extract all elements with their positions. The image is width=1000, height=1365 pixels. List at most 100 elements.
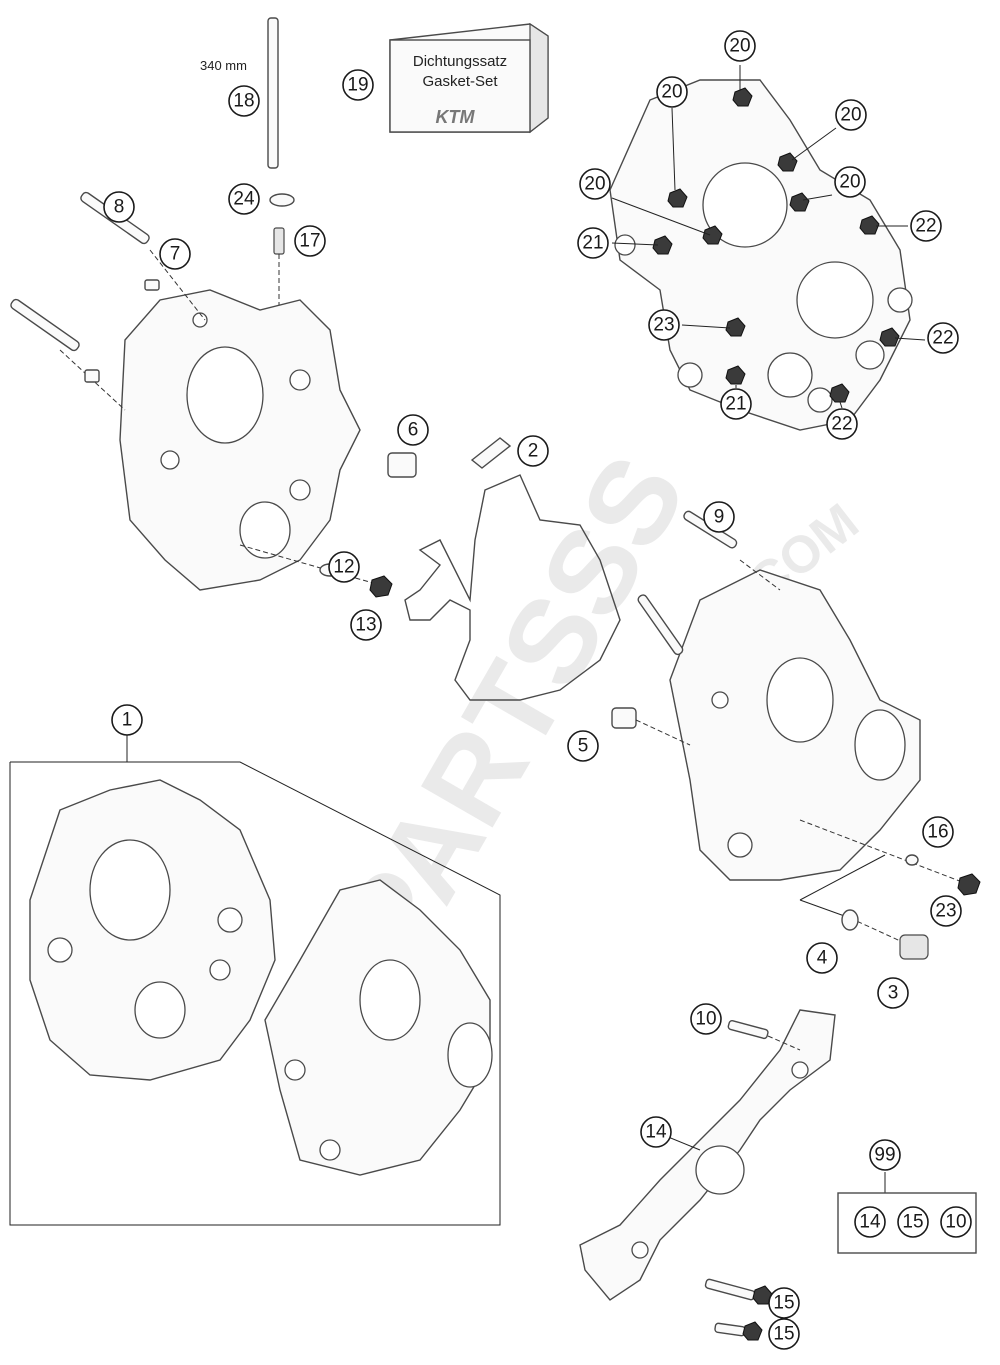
washer-part [841, 909, 859, 931]
callout-7: 7 [159, 238, 191, 270]
callout-22b: 22 [927, 322, 959, 354]
svg-text:22: 22 [831, 414, 852, 435]
svg-text:1: 1 [122, 710, 133, 731]
svg-text:20: 20 [839, 172, 860, 193]
bushing-part [387, 452, 417, 478]
svg-text:3: 3 [888, 983, 899, 1004]
svg-text:10: 10 [695, 1009, 716, 1030]
callout-3: 3 [877, 977, 909, 1009]
gasket-box-brand: KTM [436, 107, 476, 127]
svg-text:14: 14 [645, 1122, 667, 1143]
callout-23a: 23 [648, 309, 680, 341]
callout-23b: 23 [930, 895, 962, 927]
svg-text:17: 17 [299, 231, 320, 252]
svg-text:6: 6 [408, 420, 419, 441]
callout-8: 8 [103, 191, 135, 223]
callout-10: 10 [690, 1003, 722, 1035]
callout-19: 19 [342, 69, 374, 101]
gasket-set-box: Dichtungssatz Gasket-Set KTM [389, 22, 549, 134]
svg-text:14: 14 [859, 1212, 881, 1233]
svg-text:7: 7 [170, 244, 181, 265]
svg-text:4: 4 [817, 948, 828, 969]
leader-line [799, 854, 886, 901]
bolt-part [10, 298, 126, 411]
callout-22a: 22 [910, 210, 942, 242]
svg-text:16: 16 [927, 822, 948, 843]
callout-4: 4 [806, 942, 838, 974]
callout-20e: 20 [579, 168, 611, 200]
callout-18: 18 [228, 85, 260, 117]
nut-part [369, 575, 393, 598]
plug-part [899, 934, 929, 960]
leader-line [799, 899, 851, 919]
rod-part: 340 mm [200, 17, 279, 169]
gasket-box-line2: Gasket-Set [422, 73, 498, 90]
assembly-line [799, 819, 971, 886]
svg-text:18: 18 [233, 91, 254, 112]
callout-markers: 1 2 3 4 5 6 7 8 9 10 12 13 14 15 16 17 1… [103, 30, 972, 1350]
dowel-part [470, 437, 512, 469]
crankcase-gasket [404, 474, 621, 701]
callout-10-kit: 10 [940, 1206, 972, 1238]
svg-text:19: 19 [347, 75, 368, 96]
crankcase-assembly [29, 779, 493, 1176]
callout-9: 9 [703, 501, 735, 533]
callout-1: 1 [111, 704, 143, 736]
clip-part [269, 193, 295, 207]
bolt-part [714, 1321, 763, 1341]
svg-text:15: 15 [773, 1293, 794, 1314]
svg-text:21: 21 [725, 394, 746, 415]
fitting-part [273, 227, 285, 320]
svg-text:20: 20 [584, 174, 605, 195]
callout-20d: 20 [834, 166, 866, 198]
svg-text:10: 10 [945, 1212, 966, 1233]
svg-text:23: 23 [653, 315, 674, 336]
svg-text:20: 20 [840, 105, 861, 126]
callout-15-kit: 15 [897, 1206, 929, 1238]
callout-6: 6 [397, 414, 429, 446]
assembly-line [239, 544, 381, 586]
svg-text:15: 15 [902, 1212, 923, 1233]
nut-part [957, 873, 981, 896]
left-crankcase-half [119, 289, 361, 591]
callout-14: 14 [640, 1116, 672, 1148]
svg-text:20: 20 [729, 36, 750, 57]
callout-20b: 20 [656, 76, 688, 108]
callout-13: 13 [350, 609, 382, 641]
callout-20c: 20 [835, 99, 867, 131]
gasket-box-line1: Dichtungssatz [413, 53, 507, 70]
callout-22c: 22 [826, 408, 858, 440]
svg-text:9: 9 [714, 507, 725, 528]
callout-24: 24 [228, 183, 260, 215]
svg-text:22: 22 [932, 328, 953, 349]
callout-12: 12 [328, 551, 360, 583]
svg-text:15: 15 [773, 1324, 794, 1345]
svg-text:23: 23 [935, 901, 956, 922]
svg-text:5: 5 [578, 736, 589, 757]
washer-part [905, 854, 919, 866]
svg-text:12: 12 [333, 557, 354, 578]
svg-text:13: 13 [355, 615, 376, 636]
callout-21b: 21 [720, 388, 752, 420]
leader-lines [611, 65, 926, 409]
bushing-part [611, 707, 637, 729]
callout-17: 17 [294, 225, 326, 257]
callout-15: 15 [768, 1287, 800, 1319]
right-crankcase-top [609, 79, 913, 431]
bolt-part [727, 1019, 801, 1051]
callout-5: 5 [567, 730, 599, 762]
svg-text:8: 8 [114, 197, 125, 218]
svg-text:22: 22 [915, 216, 936, 237]
assembly-box [9, 761, 501, 1226]
sprocket-cover [579, 1009, 836, 1301]
callout-20a: 20 [724, 30, 756, 62]
right-crankcase-half [669, 569, 921, 881]
svg-text:21: 21 [582, 233, 603, 254]
rod-length-label: 340 mm [200, 58, 247, 73]
callout-15-bottom: 15 [768, 1318, 800, 1350]
callout-99: 99 [869, 1139, 901, 1171]
assembly-line [635, 719, 691, 746]
callout-14-kit: 14 [854, 1206, 886, 1238]
callout-2: 2 [517, 435, 549, 467]
svg-text:99: 99 [874, 1145, 895, 1166]
